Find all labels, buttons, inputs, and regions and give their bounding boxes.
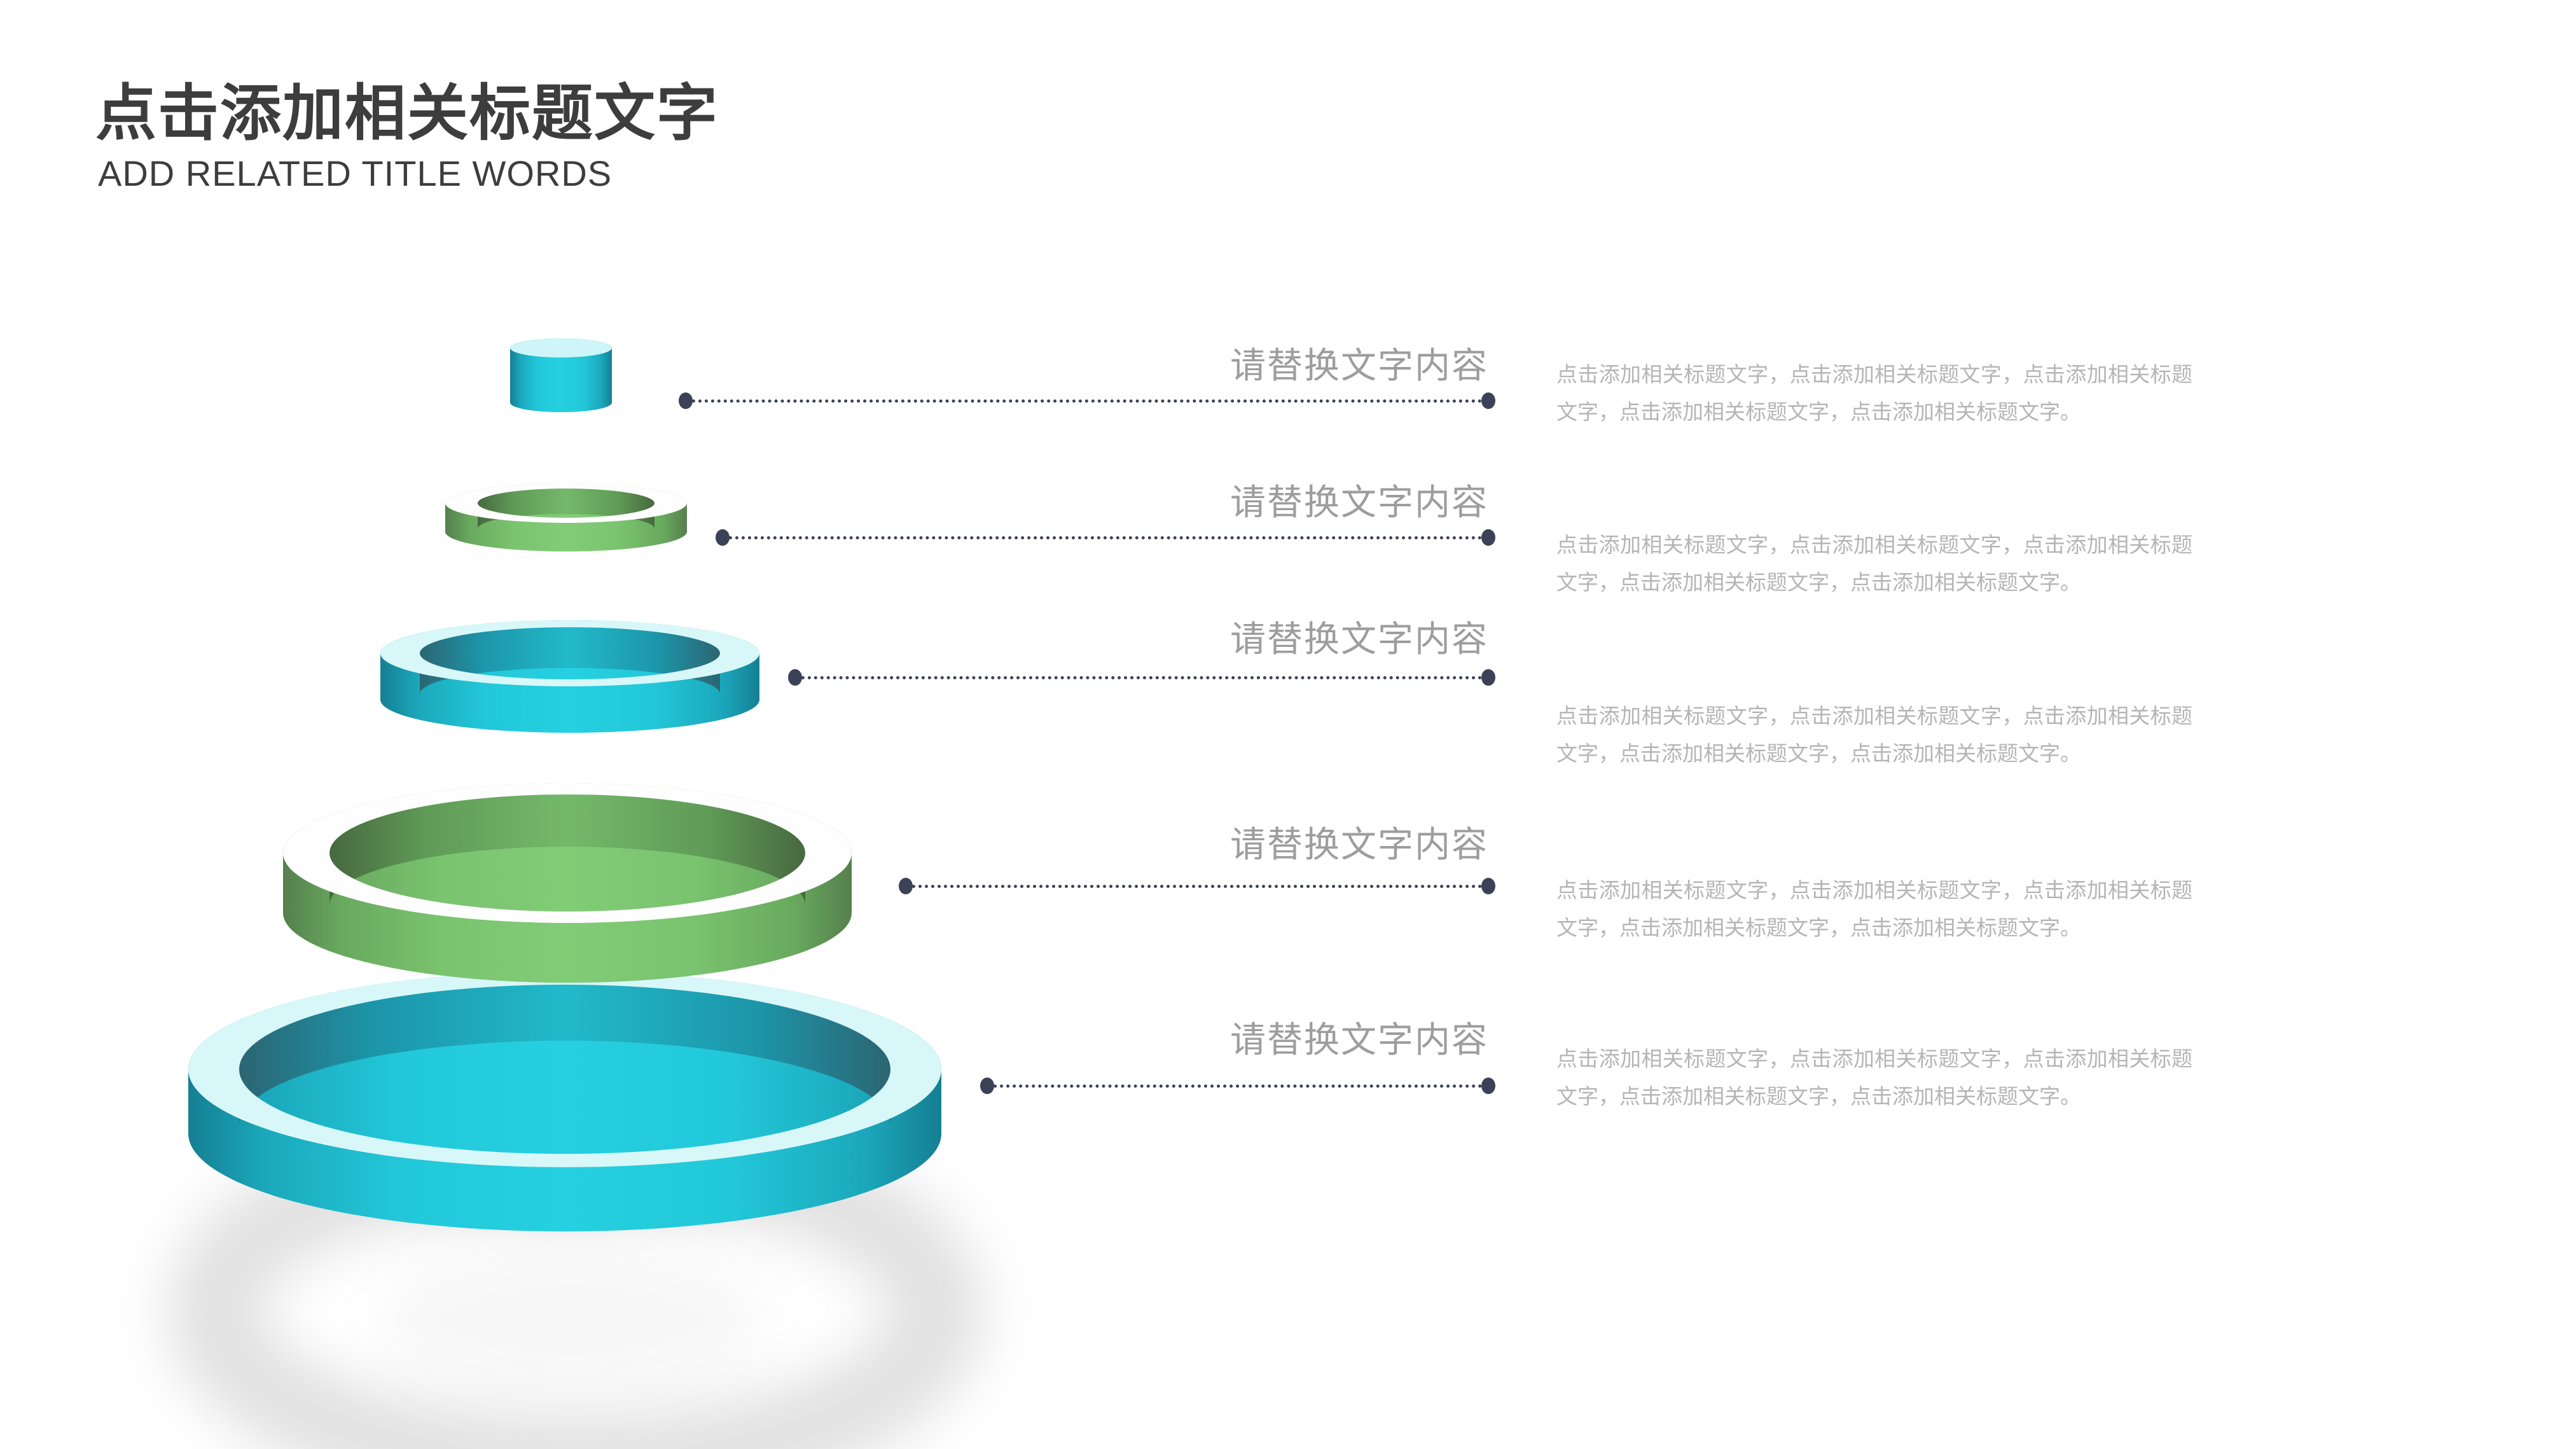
connector-line: [795, 676, 1488, 679]
pyramid-level-5[interactable]: [188, 971, 941, 1231]
connector-dot-left: [899, 878, 913, 894]
row-label[interactable]: 请替换文字内容: [1230, 345, 1488, 385]
connector-dot-right: [1481, 1078, 1495, 1094]
connector-dot-right: [1481, 392, 1495, 409]
connector-dot-left: [716, 529, 730, 546]
connector-dot-right: [1481, 529, 1495, 546]
connector-line: [723, 536, 1488, 539]
connector-line: [987, 1085, 1488, 1088]
row-body[interactable]: 点击添加相关标题文字，点击添加相关标题文字，点击添加相关标题文字，点击添加相关标…: [1556, 878, 2192, 939]
connector-line: [686, 399, 1488, 403]
floor-shadow: [169, 1009, 983, 1449]
row-body[interactable]: 点击添加相关标题文字，点击添加相关标题文字，点击添加相关标题文字，点击添加相关标…: [1556, 533, 2192, 594]
connector-dot-left: [679, 392, 693, 409]
page-title[interactable]: 点击添加相关标题文字: [95, 80, 719, 148]
connector-dot-right: [1481, 878, 1495, 894]
pyramid-level-3[interactable]: [380, 620, 759, 733]
connector-dot-left: [788, 669, 802, 686]
pyramid-level-4[interactable]: [283, 783, 852, 983]
row-body[interactable]: 点击添加相关标题文字，点击添加相关标题文字，点击添加相关标题文字，点击添加相关标…: [1556, 363, 2192, 424]
pyramid-level-1[interactable]: [510, 338, 612, 412]
pyramid-level-2[interactable]: [445, 483, 687, 551]
row-label[interactable]: 请替换文字内容: [1230, 824, 1488, 864]
page-subtitle[interactable]: ADD RELATED TITLE WORDS: [98, 153, 613, 193]
row-label[interactable]: 请替换文字内容: [1230, 482, 1488, 522]
row-body[interactable]: 点击添加相关标题文字，点击添加相关标题文字，点击添加相关标题文字，点击添加相关标…: [1556, 704, 2192, 765]
row-label[interactable]: 请替换文字内容: [1230, 1020, 1488, 1060]
row-label[interactable]: 请替换文字内容: [1230, 619, 1488, 659]
connector-dot-right: [1481, 669, 1495, 686]
connector-line: [906, 885, 1488, 888]
connector-dot-left: [980, 1078, 994, 1094]
row-body[interactable]: 点击添加相关标题文字，点击添加相关标题文字，点击添加相关标题文字，点击添加相关标…: [1556, 1047, 2192, 1108]
